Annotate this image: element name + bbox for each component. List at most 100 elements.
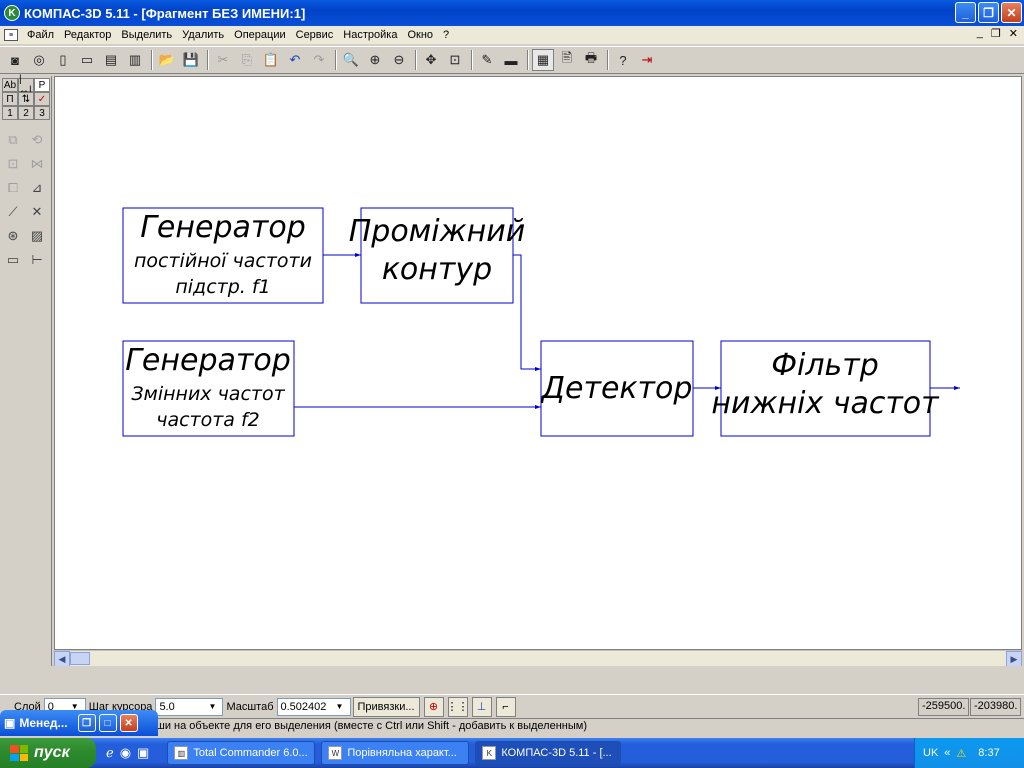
- menu-delete[interactable]: Удалить: [182, 29, 225, 41]
- manager-close-button[interactable]: ✕: [119, 714, 138, 732]
- language-indicator[interactable]: UK: [923, 747, 939, 759]
- scroll-left-icon[interactable]: ◀: [54, 651, 70, 667]
- save-icon[interactable]: 💾: [182, 52, 200, 67]
- desktop-icon[interactable]: ▣: [137, 745, 150, 760]
- task-kompas[interactable]: K КОМПАС-3D 5.11 - [...: [475, 741, 622, 765]
- print-icon[interactable]: 🖶: [584, 50, 598, 65]
- menu-operations[interactable]: Операции: [234, 29, 286, 41]
- page-1-tab[interactable]: 1: [2, 106, 18, 120]
- calculator-icon[interactable]: ▦: [532, 49, 554, 71]
- warning-icon[interactable]: ⚠: [956, 747, 967, 760]
- snaps-button[interactable]: Привязки...: [352, 696, 420, 717]
- horizontal-scrollbar[interactable]: ◀ ▶: [54, 650, 1022, 667]
- move-icon[interactable]: ⧉: [8, 132, 18, 147]
- manager-restore-button[interactable]: ❐: [77, 714, 96, 732]
- menu-select[interactable]: Выделить: [121, 29, 173, 41]
- doc-close-button[interactable]: ✕: [1008, 28, 1018, 40]
- step-value: 5.0: [159, 700, 175, 713]
- close-button[interactable]: ✕: [1001, 2, 1022, 23]
- undo-icon[interactable]: ↶: [289, 52, 301, 67]
- deform-icon[interactable]: ⊿: [31, 180, 43, 195]
- start-button[interactable]: пуск: [0, 738, 96, 768]
- preview-icon[interactable]: 🖹: [561, 50, 573, 65]
- page-2-tab[interactable]: 2: [18, 106, 34, 120]
- scroll-thumb[interactable]: [70, 652, 90, 665]
- measure-tool-tab[interactable]: ⇅: [18, 92, 34, 106]
- menu-help[interactable]: ?: [443, 29, 450, 41]
- minimize-button[interactable]: _: [955, 2, 976, 23]
- doc-restore-button[interactable]: ❐: [990, 28, 1001, 40]
- redo-icon[interactable]: ↷: [313, 52, 325, 67]
- new-sheet-icon[interactable]: ▯: [59, 52, 67, 67]
- dimension-tool-tab[interactable]: |↔|: [18, 74, 34, 96]
- scale-select[interactable]: 0.502402 ▼: [276, 697, 351, 716]
- align-icon[interactable]: ⊢: [31, 252, 43, 267]
- drawing-canvas[interactable]: Генератор постійної частоти підстр. f1 П…: [54, 76, 1022, 650]
- ortho-icon[interactable]: ⌐: [495, 696, 516, 717]
- media-player-icon[interactable]: ◉: [119, 745, 132, 760]
- task-total-commander[interactable]: ▥ Total Commander 6.0...: [167, 741, 316, 765]
- document-icon[interactable]: ≡: [4, 29, 18, 41]
- page-3-tab[interactable]: 3: [34, 106, 50, 120]
- fit-all-icon[interactable]: ⊡: [449, 52, 461, 67]
- snap-settings-icon[interactable]: ⊕: [423, 696, 444, 717]
- ie-icon[interactable]: ℯ: [106, 745, 114, 760]
- menu-file[interactable]: Файл: [27, 29, 55, 41]
- pan-icon[interactable]: ✥: [425, 52, 437, 67]
- new-assembly-icon[interactable]: ◙: [11, 52, 19, 68]
- chevron-down-icon[interactable]: ▼: [70, 702, 79, 711]
- open-icon[interactable]: 📂: [158, 52, 176, 67]
- param-tool-tab[interactable]: П: [2, 92, 18, 106]
- properties-icon[interactable]: ▬: [504, 52, 518, 68]
- rotate-icon[interactable]: ⟲: [31, 132, 43, 147]
- select-tool-tab[interactable]: ✓: [34, 92, 50, 106]
- gen2-detail: частота f2: [156, 409, 260, 431]
- context-help-icon[interactable]: ?: [619, 52, 627, 68]
- paste-icon[interactable]: 📋: [262, 52, 280, 67]
- generator-f2-block[interactable]: [122, 340, 295, 437]
- copy-objects-icon[interactable]: ⧠: [7, 180, 19, 195]
- menu-editor[interactable]: Редактор: [64, 29, 112, 41]
- text-tool-tab[interactable]: Аb: [2, 78, 18, 92]
- hatch-icon[interactable]: ▨: [30, 228, 44, 243]
- edit-tool-tab[interactable]: P: [34, 78, 50, 92]
- menu-window[interactable]: Окно: [407, 29, 434, 41]
- cut-icon[interactable]: ✂: [217, 52, 229, 67]
- restore-button[interactable]: ❐: [978, 2, 999, 23]
- trim-icon[interactable]: ✕: [31, 204, 43, 219]
- contour-title: Проміжний: [349, 214, 526, 249]
- floating-manager-window[interactable]: ▣ Менед... ❐ □ ✕: [0, 710, 158, 736]
- symmetry-icon[interactable]: ⋈: [30, 156, 44, 171]
- scroll-right-icon[interactable]: ▶: [1006, 651, 1022, 667]
- cut-curve-icon[interactable]: ⟋: [8, 204, 18, 219]
- new-part-icon[interactable]: ◎: [33, 52, 45, 67]
- chevron-down-icon[interactable]: ▼: [335, 702, 344, 711]
- step-select[interactable]: 5.0 ▼: [155, 697, 224, 716]
- clock[interactable]: 8:37: [978, 747, 1000, 759]
- exit-icon[interactable]: ⇥: [641, 52, 653, 67]
- tray-expand-icon[interactable]: «: [944, 747, 951, 759]
- copy-icon[interactable]: ⎘: [241, 52, 253, 67]
- menu-service[interactable]: Сервис: [295, 29, 334, 41]
- zoom-in-icon[interactable]: ⊕: [369, 52, 381, 67]
- filter-subtitle: нижніх частот: [711, 386, 940, 421]
- menu-settings[interactable]: Настройка: [343, 29, 398, 41]
- new-fragment-icon[interactable]: ▭: [80, 52, 94, 67]
- grid-icon[interactable]: ⋮⋮: [447, 696, 469, 717]
- scale-label: Масштаб: [226, 700, 274, 713]
- break-icon[interactable]: ⊛: [7, 228, 19, 243]
- manager-maximize-button[interactable]: □: [98, 714, 117, 732]
- zoom-out-icon[interactable]: ⊖: [393, 52, 405, 67]
- zoom-icon[interactable]: 🔍: [342, 52, 360, 67]
- task-word-doc[interactable]: W Порівняльна характ...: [321, 741, 470, 765]
- redraw-icon[interactable]: ✎: [481, 52, 493, 67]
- doc-minimize-button[interactable]: _: [976, 27, 983, 39]
- taskbar: пуск ℯ ◉ ▣ ▥ Total Commander 6.0... W По…: [0, 738, 1024, 768]
- kompas-app-icon: K: [4, 5, 20, 21]
- local-cs-icon[interactable]: ⊥: [471, 696, 492, 717]
- new-text-doc-icon[interactable]: ▤: [104, 52, 118, 67]
- macro-icon[interactable]: ▭: [6, 252, 20, 267]
- scale-icon[interactable]: ⊡: [7, 156, 19, 171]
- chevron-down-icon[interactable]: ▼: [208, 702, 217, 711]
- new-spec-icon[interactable]: ▥: [128, 52, 142, 67]
